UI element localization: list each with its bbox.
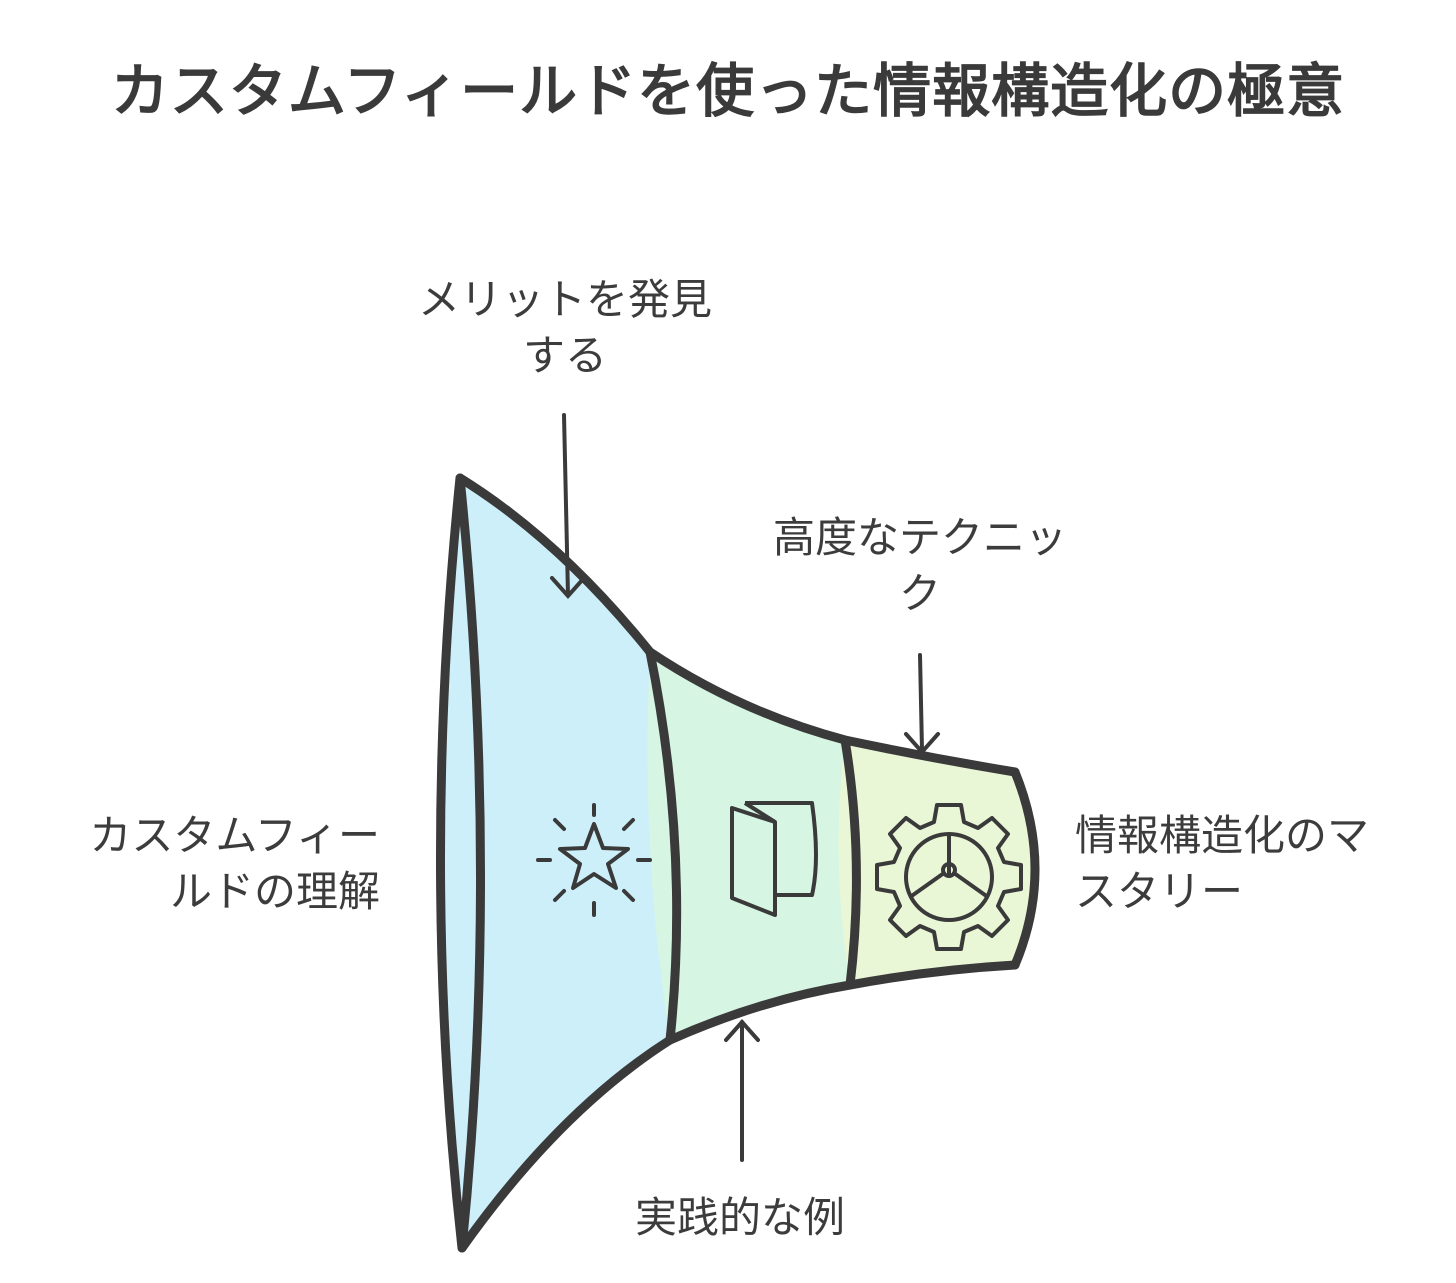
label-discover-merits: メリットを発見 する <box>417 275 712 380</box>
funnel-divider-1 <box>645 647 682 1045</box>
label-mastery: 情報構造化のマ スタリー <box>1075 811 1370 916</box>
funnel-bottom-edge <box>457 960 1020 1253</box>
funnel-divider-2 <box>840 735 861 990</box>
stage-fill-mastery <box>838 740 1033 985</box>
label-practical-examples: 実践的な例 <box>634 1193 845 1242</box>
funnel-top-edge <box>455 473 1020 777</box>
diagram-title: カスタムフィールドを使った情報構造化の極意 <box>110 57 1346 125</box>
arrow-merit <box>562 413 570 597</box>
arrow-advanced <box>918 653 924 752</box>
stage-fill-examples <box>647 650 850 1040</box>
label-understanding-custom-fields: カスタムフィー ルドの理解 <box>89 811 380 916</box>
funnel-narrow-end <box>1010 767 1040 970</box>
gear-icon <box>875 803 1023 951</box>
book-icon <box>730 801 818 917</box>
stage-fill-understanding <box>440 480 670 1250</box>
funnel-mouth-ellipse <box>436 473 485 1253</box>
sun-star-icon <box>536 803 652 917</box>
label-advanced-techniques: 高度なテクニッ ク <box>772 513 1067 618</box>
